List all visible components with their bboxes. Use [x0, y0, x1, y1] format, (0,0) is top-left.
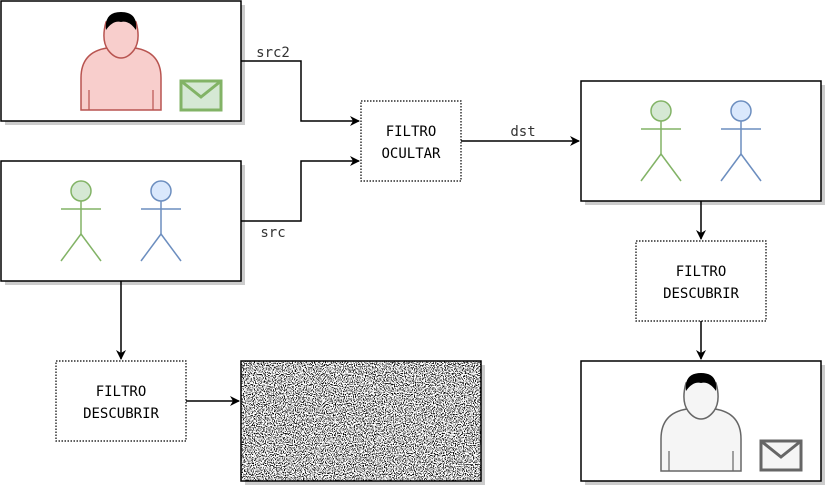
filter-hide-line1: FILTRO: [386, 124, 437, 140]
edge-src: [241, 156, 360, 222]
green-actor-icon: [640, 100, 682, 182]
edge-src2: [241, 60, 360, 126]
envelope-icon: [179, 79, 223, 112]
woman-icon: [80, 12, 162, 111]
filter-reveal-left-line2: DESCUBRIR: [83, 406, 159, 422]
stego-image-box: [580, 80, 825, 205]
noise-pattern: [241, 361, 481, 481]
blue-actor-icon: [720, 100, 762, 182]
filter-reveal-right-line2: DESCUBRIR: [663, 286, 739, 302]
filter-reveal-left-box: FILTRO DESCUBRIR: [55, 360, 187, 442]
label-dst: dst: [510, 124, 535, 140]
filter-reveal-right-line1: FILTRO: [676, 264, 727, 280]
green-actor-icon: [60, 180, 102, 262]
filter-hide-box: FILTRO OCULTAR: [360, 100, 462, 182]
cover-image-box: [0, 160, 245, 285]
filter-hide-line2: OCULTAR: [381, 146, 441, 162]
revealed-image-box: [580, 360, 825, 485]
label-src: src: [260, 225, 285, 241]
noise-image-box: [240, 360, 485, 485]
secret-image-box: [0, 0, 245, 125]
connectors: [116, 60, 706, 406]
filter-reveal-right-box: FILTRO DESCUBRIR: [635, 240, 767, 322]
blue-actor-icon: [140, 180, 182, 262]
label-src2: src2: [256, 45, 290, 61]
envelope-gray-icon: [759, 439, 803, 472]
woman-gray-icon: [660, 373, 742, 472]
filter-reveal-left-line1: FILTRO: [96, 384, 147, 400]
